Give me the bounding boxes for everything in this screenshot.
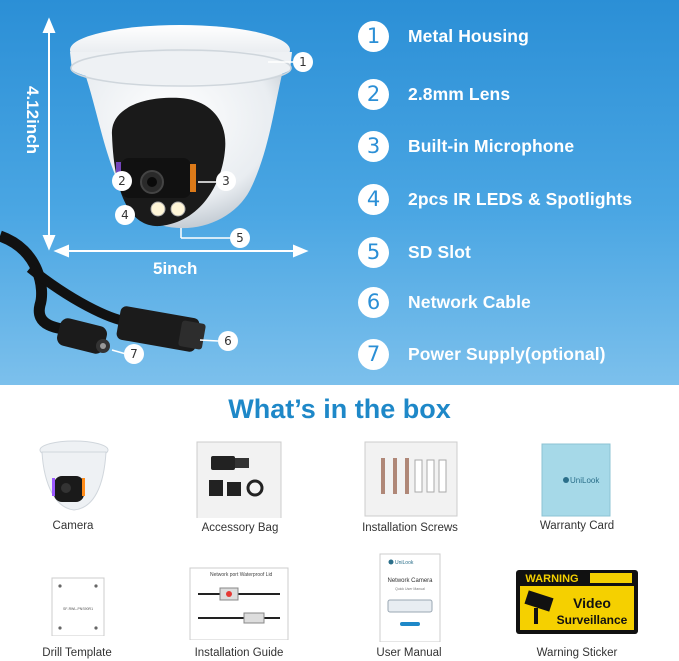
feature-sd-slot: 5 SD Slot — [358, 235, 471, 269]
callout-3: 3 — [216, 171, 236, 191]
screws-icon — [364, 441, 458, 517]
manual-brand: UniLook — [395, 560, 414, 566]
box-item-label: Accessory Bag — [201, 522, 279, 534]
callout-leaders — [111, 61, 296, 355]
sticker-line1: Video — [573, 595, 611, 611]
callout-5: 5 — [230, 228, 250, 248]
warning-sticker-icon: WARNING Video Surveillance — [516, 570, 638, 634]
dimension-width-label: 5inch — [153, 259, 198, 278]
box-item-label: Installation Screws — [362, 522, 458, 534]
box-item-warranty-card: UniLook Warranty Card — [512, 436, 642, 540]
drill-template-icon: SF-RWL-PNS90R1 — [51, 577, 105, 636]
feature-lens: 2 2.8mm Lens — [358, 77, 510, 111]
box-item-label: Drill Template — [42, 647, 112, 659]
box-item-label: Warranty Card — [539, 520, 615, 532]
user-manual-icon: UniLook Network Camera Quick User Manual — [379, 553, 441, 642]
sticker-warning: WARNING — [525, 573, 578, 585]
manual-subtitle: Quick User Manual — [395, 587, 425, 591]
feature-list: 1 Metal Housing 2 2.8mm Lens 3 Built-in … — [358, 0, 678, 385]
feature-number: 5 — [358, 236, 389, 268]
callout-1: 1 — [293, 52, 313, 72]
box-item-user-manual: UniLook Network Camera Quick User Manual… — [344, 552, 474, 661]
dimension-height-label: 4.12inch — [23, 86, 42, 155]
warranty-brand: UniLook — [570, 476, 600, 485]
feature-network-cable: 6 Network Cable — [358, 285, 531, 319]
guide-heading: Network port Waterproof Lid — [210, 572, 273, 578]
camera-icon — [39, 440, 109, 511]
box-item-label: User Manual — [376, 647, 442, 659]
feature-number: 1 — [358, 20, 389, 52]
drill-code: SF-RWL-PNS90R1 — [63, 607, 93, 611]
feature-number: 3 — [358, 130, 389, 162]
feature-power-supply: 7 Power Supply(optional) — [358, 337, 606, 371]
feature-label: SD Slot — [408, 241, 471, 262]
feature-label: Power Supply(optional) — [408, 343, 606, 364]
box-item-installation-guide: Network port Waterproof Lid Installation… — [174, 566, 304, 661]
feature-number: 6 — [358, 286, 389, 318]
feature-number: 4 — [358, 183, 389, 215]
callout-6: 6 — [218, 331, 238, 351]
feature-label: 2pcs IR LEDS & Spotlights — [408, 188, 633, 209]
warranty-card-icon: UniLook — [541, 443, 611, 517]
dimension-lines — [42, 17, 309, 258]
box-item-drill-template: SF-RWL-PNS90R1 Drill Template — [12, 572, 142, 661]
feature-label: Metal Housing — [408, 25, 529, 46]
box-item-label: Camera — [52, 520, 94, 532]
box-title: What’s in the box — [228, 394, 451, 424]
sticker-line2: Surveillance — [557, 613, 628, 627]
feature-metal-housing: 1 Metal Housing — [358, 19, 529, 53]
installation-guide-icon: Network port Waterproof Lid — [189, 567, 289, 640]
feature-microphone: 3 Built-in Microphone — [358, 129, 574, 163]
dome-camera — [70, 25, 292, 229]
feature-label: 2.8mm Lens — [408, 83, 511, 104]
feature-number: 2 — [358, 78, 389, 110]
feature-number: 7 — [358, 338, 389, 370]
callout-7: 7 — [124, 344, 144, 364]
box-item-camera: Camera — [8, 436, 138, 540]
box-item-accessory-bag: Accessory Bag — [175, 436, 305, 540]
feature-label: Network Cable — [408, 291, 531, 312]
box-item-warning-sticker: WARNING Video Surveillance Warning Stick… — [512, 568, 642, 661]
box-item-screws: Installation Screws — [345, 436, 475, 540]
manual-title: Network Camera — [387, 578, 433, 584]
callout-4: 4 — [115, 205, 135, 225]
feature-ir-leds: 4 2pcs IR LEDS & Spotlights — [358, 182, 632, 216]
box-item-label: Installation Guide — [194, 647, 284, 659]
feature-panel: 4.12inch 5inch 1 2 3 4 5 6 7 1 Metal Hou… — [0, 0, 679, 385]
callout-2: 2 — [112, 171, 132, 191]
box-item-label: Warning Sticker — [536, 647, 618, 659]
feature-label: Built-in Microphone — [408, 135, 575, 156]
network-cable — [0, 230, 206, 354]
accessory-bag-icon — [196, 441, 282, 518]
